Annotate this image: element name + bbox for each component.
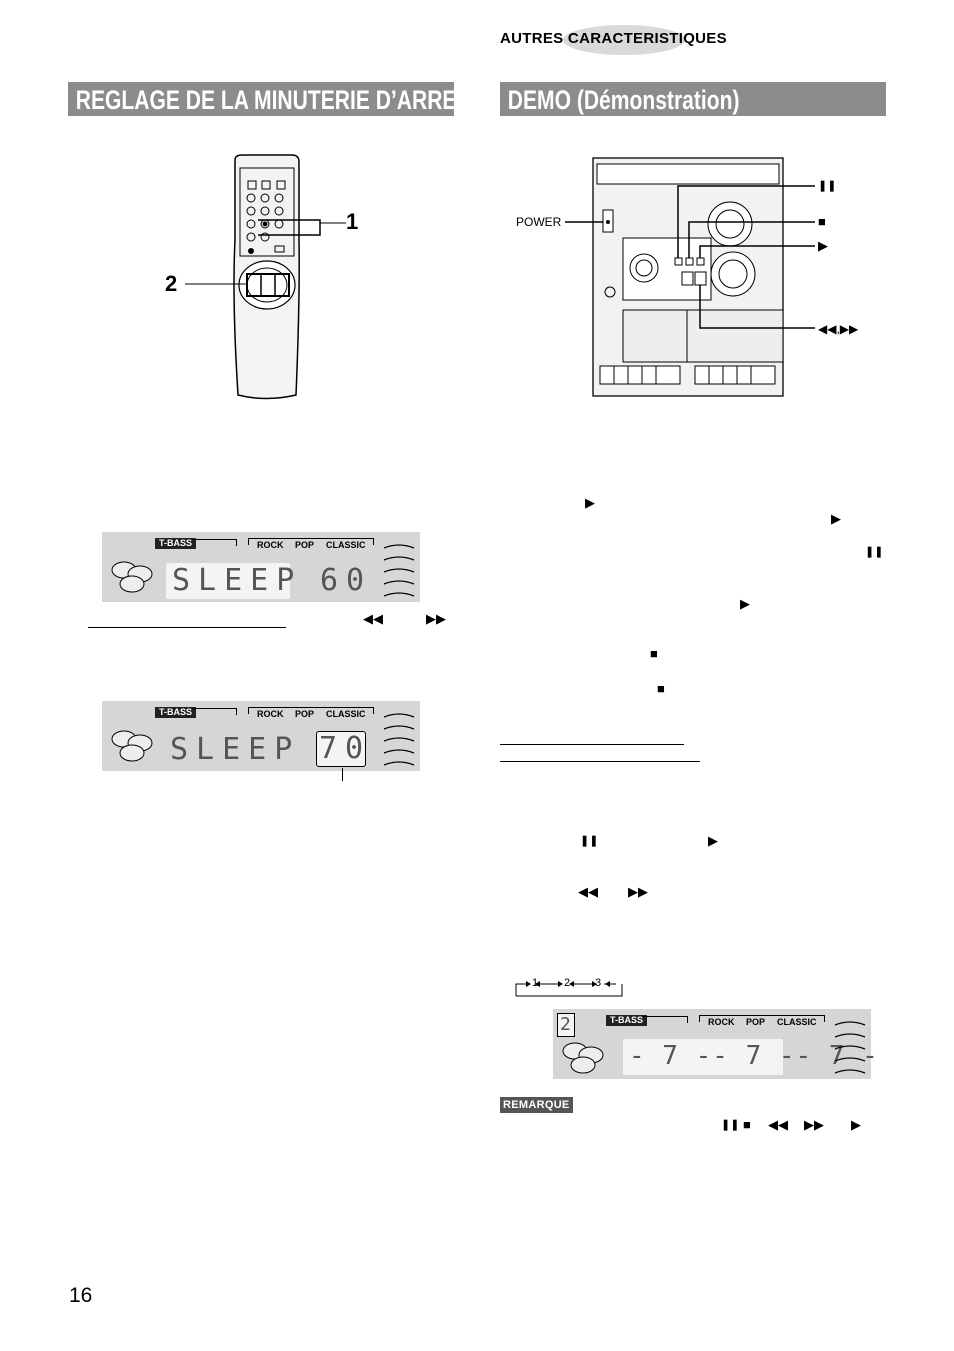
stop-icon: ■: [650, 646, 658, 661]
pause-icon: ❚❚: [818, 180, 837, 192]
mode-classic: CLASSIC: [326, 540, 366, 550]
lcd-value: 70: [319, 731, 372, 766]
mode-rock: ROCK: [708, 1017, 735, 1027]
play-icon: ▶: [831, 511, 841, 526]
play-icon: ▶: [740, 596, 750, 611]
rewind-icon: ◀◀: [578, 884, 598, 899]
title-sleep-text: REGLAGE DE LA MINUTERIE D’ARRET: [75, 85, 454, 115]
callout-2: 2: [165, 271, 178, 296]
stereo-unit-illustration: [565, 157, 815, 397]
lcd-digit: 2: [560, 1014, 571, 1035]
rewind-icon: ◀◀: [768, 1117, 788, 1132]
stop-icon: ■: [818, 214, 826, 229]
tbass-label: T-BASS: [155, 538, 197, 549]
pause-icon: ❚❚: [580, 835, 599, 847]
disc-icon: [111, 730, 153, 762]
rewind-icon: ◀◀: [363, 611, 383, 626]
title-demo-text: DEMO (Démonstration): [507, 85, 740, 115]
stop-icon: ■: [657, 681, 665, 696]
lcd-display-sleep-70: T-BASS ROCK POP CLASSIC SLEEP 70: [102, 701, 420, 771]
mode-classic: CLASSIC: [326, 709, 366, 719]
play-icon: ▶: [708, 833, 718, 848]
pause-icon: ❚❚: [865, 546, 884, 558]
page-number: 16: [69, 1284, 93, 1307]
lcd-word: SLEEP: [172, 563, 303, 598]
mode-pop: POP: [295, 540, 315, 550]
callout-1: 1: [346, 209, 359, 234]
level-meter-icon: [383, 544, 415, 597]
mode-pop: POP: [746, 1017, 766, 1027]
section-header: AUTRES CARACTERISTIQUES: [500, 25, 727, 55]
mode-classic: CLASSIC: [777, 1017, 817, 1027]
power-label: POWER: [516, 215, 562, 229]
play-icon: ▶: [585, 495, 595, 510]
disc-icon: [562, 1042, 604, 1074]
lcd-pattern: - 7 -- 7 -- 7 -: [629, 1041, 879, 1071]
level-meter-icon: [834, 1021, 866, 1074]
remote-control-illustration: [185, 154, 346, 400]
lcd-display-demo: 2 T-BASS ROCK POP CLASSIC - 7 -- 7 -- 7 …: [553, 1009, 878, 1079]
level-meter-icon: [383, 713, 415, 766]
sequence-step-1: 1: [532, 977, 539, 989]
fast-forward-icon: ▶▶: [628, 884, 648, 899]
pause-icon: ❚❚: [721, 1119, 740, 1131]
section-header-text: AUTRES CARACTERISTIQUES: [500, 30, 727, 47]
fast-forward-icon: ▶▶: [426, 611, 446, 626]
sequence-step-3: 3: [595, 977, 602, 989]
pointer-line: [342, 768, 343, 781]
underline-rule: [88, 627, 286, 628]
sequence-diagram: [515, 981, 623, 997]
skip-icons: ◀◀,▶▶: [818, 322, 859, 336]
play-icon: ▶: [851, 1117, 861, 1132]
remarque-badge: REMARQUE: [500, 1097, 573, 1113]
mode-pop: POP: [295, 709, 315, 719]
lcd-value: 60: [320, 563, 373, 598]
lcd-word: SLEEP: [170, 732, 301, 767]
title-bar-sleep: REGLAGE DE LA MINUTERIE D’ARRET: [68, 82, 454, 116]
lcd-display-sleep-60: T-BASS ROCK POP CLASSIC SLEEP 60: [102, 532, 420, 602]
sequence-step-2: 2: [564, 977, 571, 989]
mode-rock: ROCK: [257, 709, 284, 719]
disc-icon: [111, 561, 153, 593]
mode-rock: ROCK: [257, 540, 284, 550]
fast-forward-icon: ▶▶: [804, 1117, 824, 1132]
underline-rule: [500, 761, 700, 762]
tbass-label: T-BASS: [155, 707, 197, 718]
play-icon: ▶: [818, 238, 828, 253]
stop-icon: ■: [743, 1117, 751, 1132]
underline-rule: [500, 744, 684, 745]
tbass-label: T-BASS: [606, 1015, 648, 1026]
title-bar-demo: DEMO (Démonstration): [500, 82, 886, 116]
